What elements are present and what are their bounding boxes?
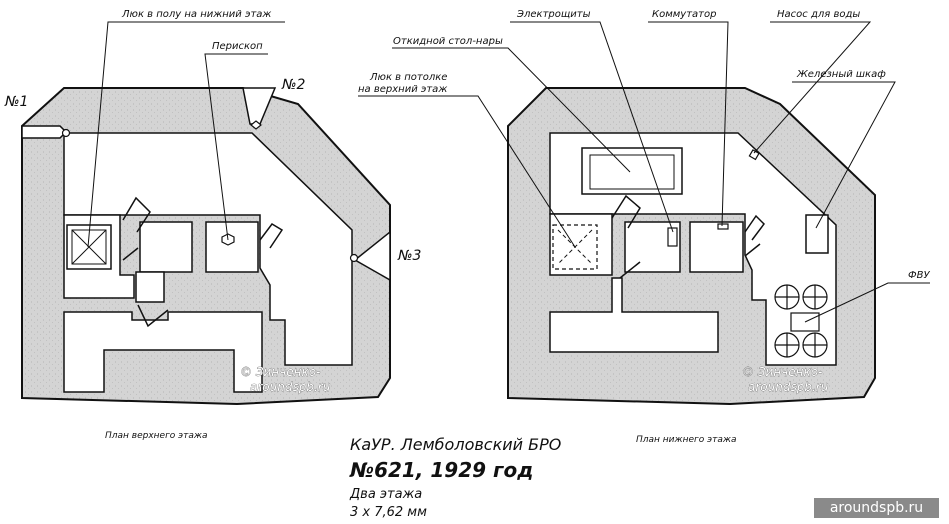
watermark-upper-2: aroundspb.ru <box>250 380 331 394</box>
title-line-2: №621, 1929 год <box>349 458 533 482</box>
water-pump <box>748 149 760 161</box>
title-line-3: Два этажа <box>349 487 422 502</box>
watermark-lower-2: aroundspb.ru <box>748 380 829 394</box>
label-embrasure-3: №3 <box>397 248 421 264</box>
leader-ceiling-hatch <box>358 95 576 248</box>
label-ceiling-hatch-2: на верхний этаж <box>358 84 447 95</box>
watermark-lower-1: © Зинченко- <box>742 365 822 379</box>
embrasure-3-icon <box>353 230 391 282</box>
bunk-table <box>581 147 683 195</box>
title-line-1: КаУР. Лемболовский БРО <box>350 435 561 454</box>
commutator <box>717 223 729 230</box>
upper-floor-plan: Люк в полу на нижний этаж Перископ №1 №2… <box>4 9 421 441</box>
upper-periscope-room <box>205 221 259 273</box>
lower-center-room <box>624 221 681 273</box>
upper-door-1 <box>122 196 151 233</box>
label-embrasure-2: №2 <box>281 77 306 93</box>
label-periscope: Перископ <box>212 41 263 52</box>
lower-door-4 <box>744 243 761 257</box>
upper-door-4 <box>137 304 169 328</box>
upper-center-room <box>139 221 193 273</box>
label-iron-cabinet: Железный шкаф <box>796 69 886 80</box>
label-floor-hatch: Люк в полу на нижний этаж <box>121 9 271 20</box>
title-block: КаУР. Лемболовский БРО №621, 1929 год Дв… <box>349 435 561 520</box>
leader-iron-cabinet <box>792 81 896 229</box>
fvu-unit <box>774 284 828 358</box>
leader-periscope <box>204 53 268 241</box>
upper-interior-top <box>63 132 353 366</box>
upper-door-3 <box>259 223 284 249</box>
caption-lower: План нижнего этажа <box>636 435 736 445</box>
label-ceiling-hatch-1: Люк в потолке <box>369 72 447 83</box>
lower-door-2 <box>619 261 641 279</box>
lower-commutator-room <box>689 221 744 273</box>
lower-bottom-room <box>549 277 719 353</box>
lower-door-1 <box>611 194 641 229</box>
label-fvu: ФВУ <box>908 270 930 281</box>
switchboard <box>667 227 678 247</box>
iron-cabinet <box>805 214 829 254</box>
label-switchboards: Электрощиты <box>516 9 591 20</box>
leader-bunk <box>392 47 631 173</box>
leader-pump <box>753 21 872 154</box>
leader-fvu <box>804 282 930 323</box>
leader-switchboards <box>510 21 674 233</box>
caption-upper: План верхнего этажа <box>105 431 208 441</box>
label-pump: Насос для воды <box>777 9 860 20</box>
title-line-4: 3 х 7,62 мм <box>350 505 427 520</box>
label-commutator: Коммутатор <box>652 9 716 20</box>
watermark-upper-1: © Зинченко- <box>240 365 320 379</box>
lower-door-3 <box>744 214 765 241</box>
lower-floor-plan: Электрощиты Коммутатор Насос для воды От… <box>358 9 930 445</box>
upper-bottom-room <box>63 311 263 393</box>
embrasure-1-icon <box>21 125 68 139</box>
leader-floor-hatch <box>87 21 285 248</box>
upper-lower-passage <box>135 271 165 303</box>
label-embrasure-1: №1 <box>4 94 28 110</box>
leader-commutator <box>648 21 729 227</box>
upper-door-2 <box>122 247 139 261</box>
label-bunk: Откидной стол-нары <box>393 36 503 47</box>
site-badge: aroundspb.ru <box>814 498 939 518</box>
